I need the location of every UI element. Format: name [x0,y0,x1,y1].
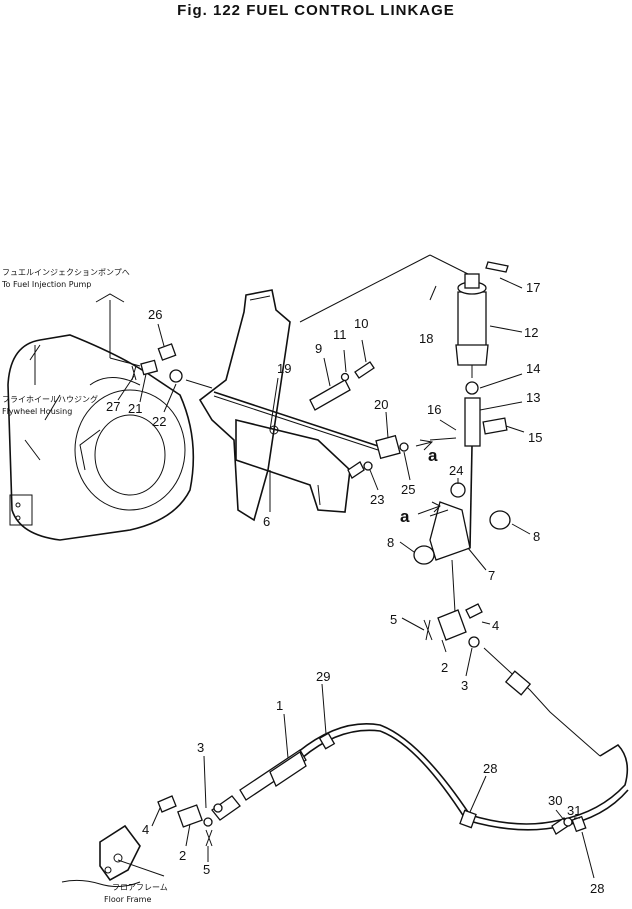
callout-label: 16 [427,402,441,417]
callout-label: 9 [315,341,322,356]
rod-end-parts [347,434,409,479]
view-marker-a: a [428,446,438,465]
floor-frame-caption-en: Floor Frame [104,895,151,904]
flywheel-housing [7,334,195,541]
floor-frame [61,824,141,888]
pump-lever-parts [95,293,213,389]
bracket [198,289,379,522]
callout-label: 5 [203,862,210,877]
callout-label: 7 [488,568,495,583]
callout-label: 27 [106,399,120,414]
view-markers: a a [400,439,441,526]
callout-label: 23 [370,492,384,507]
lower-rod-end [157,795,213,847]
callout-label: 18 [419,331,433,346]
callout-label: 26 [148,307,162,322]
callout-label: 4 [492,618,499,633]
callout-label: 8 [533,529,540,544]
pin-parts [309,361,375,411]
callout-label: 2 [441,660,448,675]
callout-label: 30 [548,793,562,808]
callout-numbers: 1 2 2 3 3 4 4 5 5 6 7 8 8 9 10 11 12 13 … [106,280,604,896]
callout-label: 22 [152,414,166,429]
callout-label: 12 [524,325,538,340]
upper-rod-end [423,603,601,757]
callout-label: 17 [526,280,540,295]
callout-label: 3 [197,740,204,755]
callout-label: 11 [333,327,347,342]
flywheel-caption-en: Flywheel Housing [2,407,72,416]
callout-label: 21 [128,401,142,416]
callout-label: 25 [401,482,415,497]
callout-label: 8 [387,535,394,550]
cylinder-assembly [299,254,509,549]
callout-label: 3 [461,678,468,693]
callout-label: 10 [354,316,368,331]
floor-frame-caption-jp: フロアフレーム [112,883,168,892]
callout-label: 2 [179,848,186,863]
callout-label: 29 [316,669,330,684]
control-cable [211,723,629,835]
injection-pump-caption-jp: フュエルインジェクションポンプへ [2,268,130,277]
captions: フュエルインジェクションポンプへ To Fuel Injection Pump … [1,268,168,904]
callout-label: 13 [526,390,540,405]
callout-label: 19 [277,361,291,376]
callout-label: 1 [276,698,283,713]
leader-lines [117,277,595,879]
callout-label: 24 [449,463,463,478]
callout-label: 15 [528,430,542,445]
figure-title: Fig. 122 FUEL CONTROL LINKAGE [177,2,455,19]
injection-pump-caption-en: To Fuel Injection Pump [1,280,91,289]
lever-assembly [413,482,511,613]
view-marker-a: a [400,507,410,526]
callout-label: 4 [142,822,149,837]
callout-label: 6 [263,514,270,529]
callout-label: 5 [390,612,397,627]
callout-label: 28 [483,761,497,776]
callout-label: 31 [567,803,581,818]
callout-label: 20 [374,397,388,412]
flywheel-caption-jp: フライホイールハウジング [2,394,98,404]
callout-label: 14 [526,361,540,376]
callout-label: 28 [590,881,604,896]
